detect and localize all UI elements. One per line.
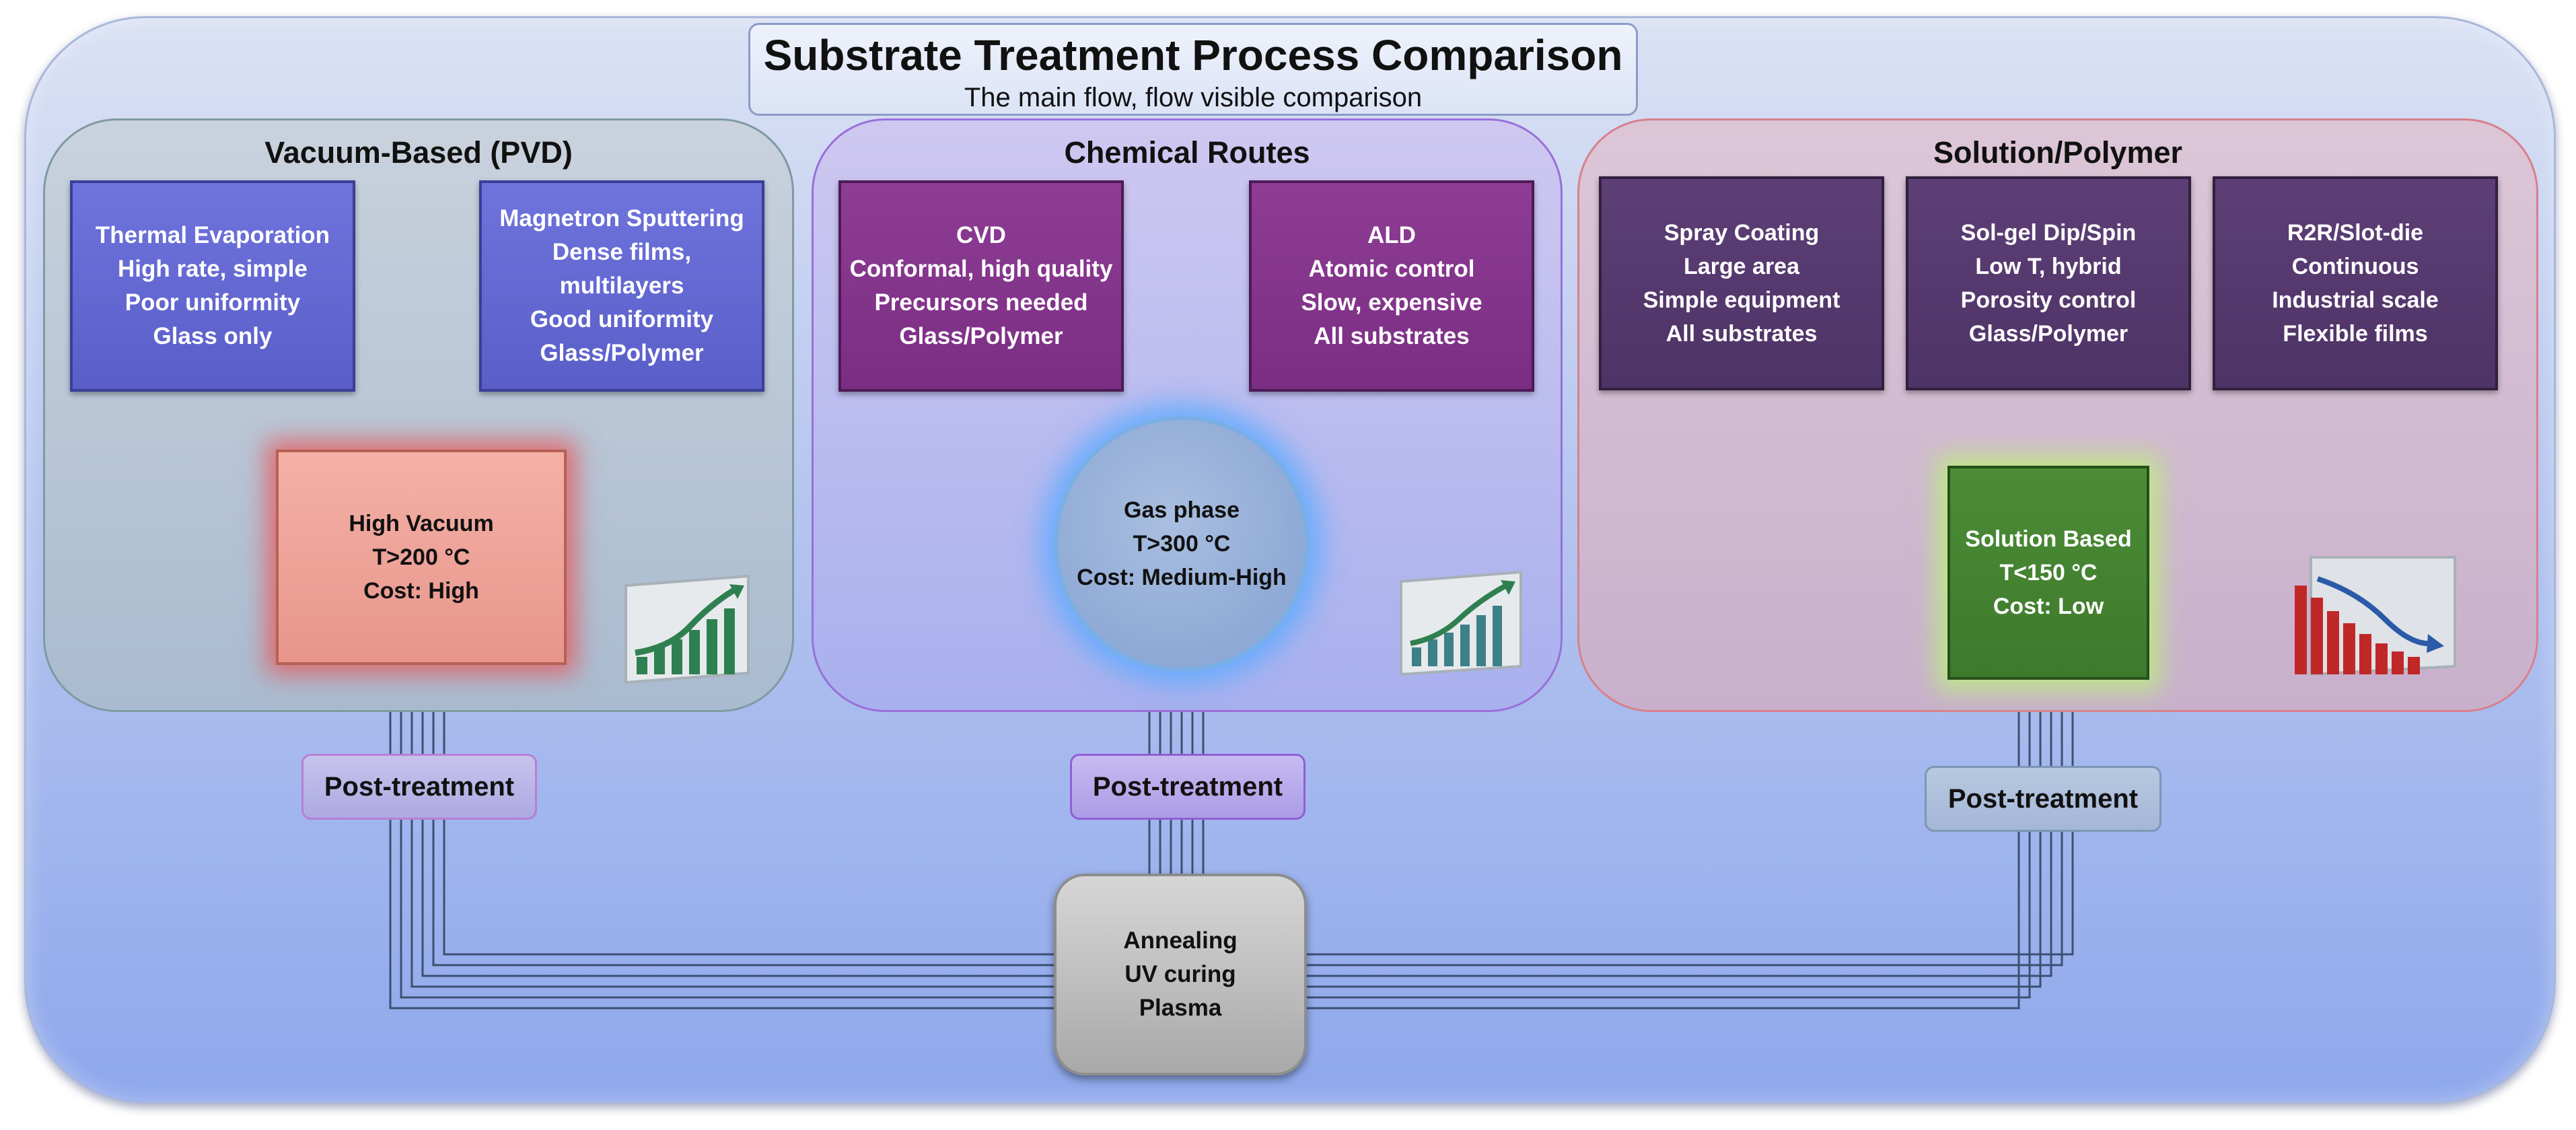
trend-up-icon: [624, 574, 750, 684]
method-line: CVD: [956, 222, 1006, 248]
post-treatment-solution: Post-treatment: [1925, 766, 2161, 832]
method-line: Dense films,: [552, 239, 692, 265]
method-cvd: CVD Conformal, high quality Precursors n…: [838, 180, 1124, 392]
method-line: Porosity control: [1960, 287, 2137, 313]
method-line: All substrates: [1666, 321, 1818, 347]
method-line: ALD: [1367, 222, 1416, 248]
method-line: All substrates: [1314, 323, 1470, 349]
method-sol-gel: Sol-gel Dip/Spin Low T, hybrid Porosity …: [1906, 176, 2191, 390]
hub-gas-phase: Gas phase T>300 °C Cost: Medium-High: [1054, 416, 1310, 672]
method-line: Low T, hybrid: [1975, 254, 2122, 279]
method-thermal-evaporation: Thermal Evaporation High rate, simple Po…: [70, 180, 355, 392]
method-line: High rate, simple: [117, 256, 308, 282]
method-line: Glass only: [153, 323, 273, 349]
method-line: R2R/Slot-die: [2287, 220, 2424, 246]
hub-line: Solution Based: [1965, 526, 2132, 552]
method-line: Flexible films: [2283, 321, 2428, 347]
method-line: Glass/Polymer: [899, 323, 1063, 349]
method-line: Magnetron Sputtering: [499, 205, 744, 232]
hub-high-vacuum: High Vacuum T>200 °C Cost: High: [276, 450, 567, 665]
hub-line: Cost: Medium-High: [1077, 565, 1287, 590]
group-label-solution: Solution/Polymer: [1933, 135, 2183, 170]
method-line: Continuous: [2291, 254, 2419, 279]
method-line: Good uniformity: [530, 306, 714, 332]
method-line: Sol-gel Dip/Spin: [1960, 220, 2137, 246]
hub-line: Cost: High: [363, 578, 479, 604]
method-spray-coating: Spray Coating Large area Simple equipmen…: [1599, 176, 1884, 390]
final-treatment-box: Annealing UV curing Plasma: [1054, 874, 1307, 1075]
method-line: multilayers: [559, 273, 684, 299]
post-treatment-chemical: Post-treatment: [1070, 754, 1305, 820]
diagram-subtitle: The main flow, flow visible comparison: [964, 83, 1423, 112]
final-line: Annealing: [1123, 927, 1238, 954]
diagram-title: Substrate Treatment Process Comparison: [763, 31, 1623, 79]
method-line: Industrial scale: [2272, 287, 2439, 313]
method-line: Precursors needed: [874, 289, 1088, 316]
group-label-vacuum: Vacuum-Based (PVD): [264, 135, 573, 170]
method-magnetron-sputtering: Magnetron Sputtering Dense films, multil…: [479, 180, 764, 392]
post-treatment-vacuum: Post-treatment: [301, 754, 537, 820]
trend-down-icon: [2295, 556, 2456, 676]
method-line: Large area: [1684, 254, 1799, 279]
method-line: Glass/Polymer: [1968, 321, 2128, 347]
final-line: UV curing: [1124, 961, 1236, 987]
hub-line: T>200 °C: [372, 544, 470, 570]
title-box: Substrate Treatment Process Comparison T…: [748, 23, 1638, 116]
method-line: Spray Coating: [1663, 220, 1820, 246]
hub-solution-based: Solution Based T<150 °C Cost: Low: [1947, 466, 2149, 680]
method-line: Simple equipment: [1643, 287, 1840, 313]
method-r2r-slot-die: R2R/Slot-die Continuous Industrial scale…: [2213, 176, 2498, 390]
final-line: Plasma: [1139, 995, 1222, 1021]
group-label-chemical: Chemical Routes: [1064, 135, 1310, 170]
method-line: Poor uniformity: [124, 289, 301, 316]
method-line: Slow, expensive: [1301, 289, 1482, 316]
hub-line: Gas phase: [1124, 497, 1240, 523]
method-ald: ALD Atomic control Slow, expensive All s…: [1249, 180, 1534, 392]
method-line: Glass/Polymer: [540, 340, 704, 366]
hub-line: High Vacuum: [349, 511, 494, 536]
hub-line: T<150 °C: [1999, 560, 2098, 586]
method-line: Thermal Evaporation: [95, 222, 330, 248]
trend-up-icon: [1400, 570, 1522, 676]
hub-line: Cost: Low: [1993, 594, 2104, 619]
hub-line: T>300 °C: [1133, 531, 1231, 557]
method-line: Conformal, high quality: [849, 256, 1113, 282]
method-line: Atomic control: [1308, 256, 1475, 282]
